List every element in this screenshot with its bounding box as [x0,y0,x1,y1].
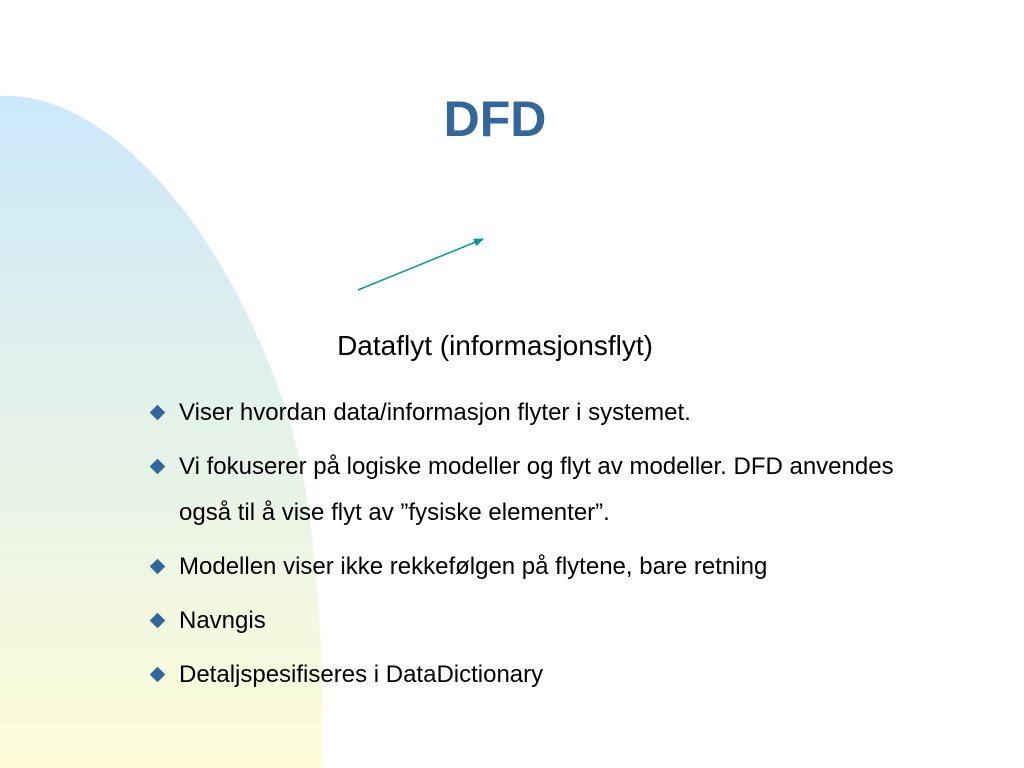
bullet-text: Viser hvordan data/informasjon flyter i … [179,399,691,426]
diamond-bullet-icon [149,404,166,421]
diamond-bullet-icon [149,612,166,629]
bullet-list: Viser hvordan data/informasjon flyter i … [148,390,928,706]
bullet-text: Vi fokuserer på logiske modeller og flyt… [179,453,894,526]
bullet-item: Modellen viser ikke rekkefølgen på flyte… [148,544,928,590]
diamond-bullet-icon [149,666,166,683]
bullet-text: Navngis [179,607,266,634]
diamond-bullet-icon [149,558,166,575]
bullet-item: Viser hvordan data/informasjon flyter i … [148,390,928,436]
slide-subtitle: Dataflyt (informasjonsflyt) [337,330,653,361]
bullet-item: Navngis [148,598,928,644]
bullet-item: Vi fokuserer på logiske modeller og flyt… [148,444,928,536]
bullet-item: Detaljspesifiseres i DataDictionary [148,652,928,698]
slide-title: DFD [443,91,547,147]
diamond-bullet-icon [149,458,166,475]
bullet-text: Detaljspesifiseres i DataDictionary [179,661,544,688]
bullet-text: Modellen viser ikke rekkefølgen på flyte… [179,553,768,580]
